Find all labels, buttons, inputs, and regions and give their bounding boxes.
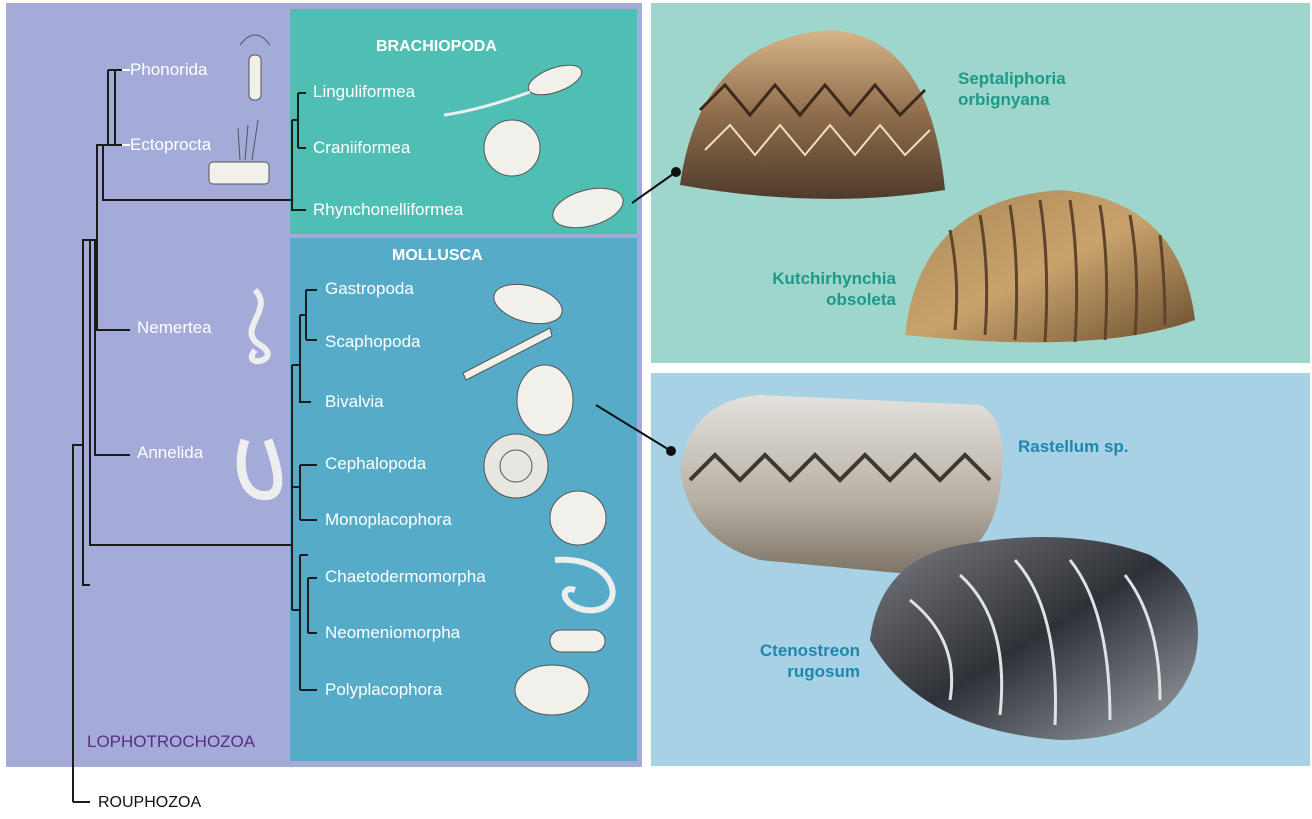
cephalopod-icon (484, 434, 548, 498)
taxon-nemertea: Nemertea (137, 318, 212, 338)
chaetoderm-icon (555, 560, 613, 611)
phoronid-icon (249, 55, 261, 100)
taxon-chaetodermomorpha: Chaetodermomorpha (325, 567, 486, 587)
taxon-linguliformea: Linguliformea (313, 82, 415, 102)
taxon-scaphopoda: Scaphopoda (325, 332, 420, 352)
taxon-bivalvia: Bivalvia (325, 392, 384, 412)
rouphozoa-label: ROUPHOZOA (98, 794, 201, 812)
leaf-stubs (122, 70, 130, 145)
fossil-photos (680, 30, 1198, 740)
neomeniomorph-icon (550, 630, 605, 652)
taxon-illustrations (209, 35, 627, 715)
species-kutchirhynchia: Kutchirhynchia obsoleta (752, 268, 896, 310)
gastropod-icon (490, 278, 567, 331)
phoronid-tentacles-icon (240, 35, 270, 45)
taxon-gastropoda: Gastropoda (325, 279, 414, 299)
ectoproct-icon (209, 162, 269, 184)
taxon-ectoprocta: Ectoprocta (130, 135, 211, 155)
septaliphoria-photo (680, 30, 945, 199)
annelid-icon (241, 440, 278, 496)
nemertean-icon (251, 290, 267, 361)
rhynchonellid-icon (549, 181, 628, 234)
craniid-icon (484, 120, 540, 176)
taxon-rhynchonelliformea: Rhynchonelliformea (313, 200, 463, 220)
bivalve-icon (517, 365, 573, 435)
taxon-cephalopoda: Cephalopoda (325, 454, 426, 474)
taxon-phonorida: Phonorida (130, 60, 208, 80)
taxon-annelida: Annelida (137, 443, 203, 463)
species-septaliphoria: Septaliphoria orbignyana (958, 68, 1066, 110)
species-ctenostreon: Ctenostreon rugosum (738, 640, 860, 682)
chiton-icon (515, 665, 589, 715)
taxon-craniiformea: Craniiformea (313, 138, 410, 158)
lophotrochozoa-label: LOPHOTROCHOZOA (87, 732, 255, 752)
taxon-monoplacophora: Monoplacophora (325, 510, 452, 530)
species-rastellum: Rastellum sp. (1018, 436, 1129, 457)
ctenostreon-photo (870, 537, 1198, 740)
kutchirhynchia-photo (905, 190, 1195, 342)
brachiopoda-title: BRACHIOPODA (376, 38, 497, 56)
monoplacophoran-icon (550, 491, 606, 545)
lingula-icon (525, 59, 586, 101)
cladogram (73, 70, 317, 802)
mollusca-title: MOLLUSCA (392, 247, 483, 265)
taxon-polyplacophora: Polyplacophora (325, 680, 442, 700)
taxon-neomeniomorpha: Neomeniomorpha (325, 623, 460, 643)
